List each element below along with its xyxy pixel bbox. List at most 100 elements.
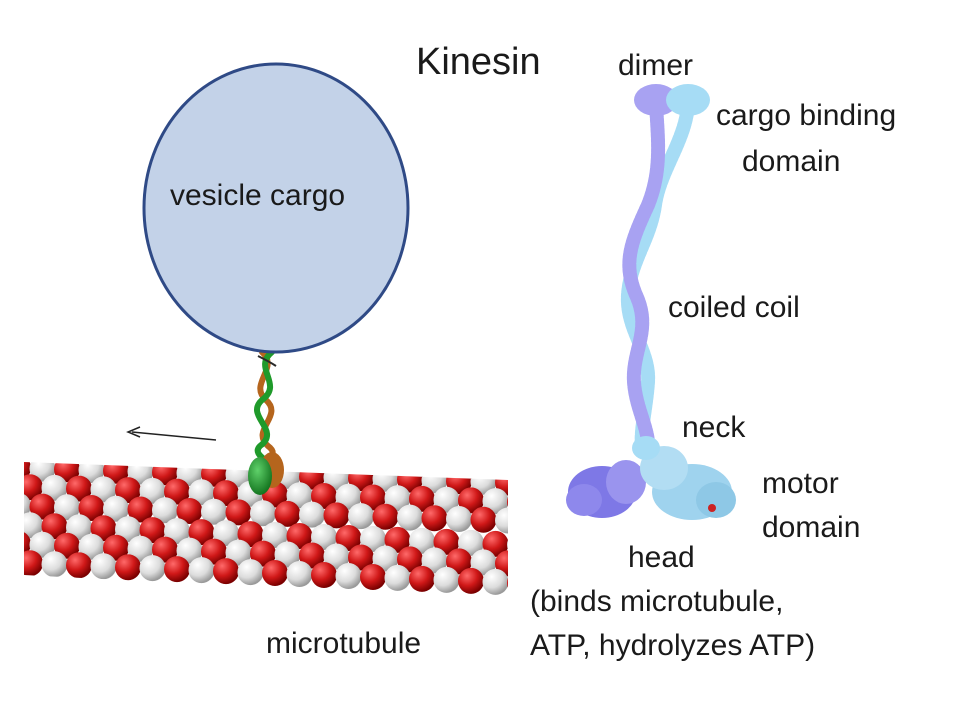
tubulin-beta: [299, 501, 325, 528]
tubulin-beta: [54, 494, 80, 521]
tubulin-alpha: [213, 558, 239, 585]
tubulin-beta: [176, 537, 203, 564]
tubulin-beta: [384, 564, 411, 591]
tubulin-alpha: [164, 478, 190, 505]
tubulin-beta: [482, 488, 508, 515]
tubulin-beta: [41, 474, 68, 501]
label-cargo-binding: cargo binding: [716, 99, 897, 132]
label-motor-domain: domain: [762, 511, 861, 544]
tubulin-beta: [335, 563, 362, 589]
tubulin-alpha: [299, 542, 325, 569]
tubulin-alpha: [274, 500, 301, 527]
tubulin-alpha: [311, 562, 337, 588]
label-coiled-coil: coiled coil: [668, 291, 800, 324]
tubulin-beta: [225, 539, 252, 566]
tubulin-beta: [90, 553, 117, 580]
tubulin-alpha: [24, 530, 31, 557]
tubulin-beta: [384, 485, 411, 512]
tubulin-alpha: [458, 487, 484, 514]
tubulin-beta: [372, 545, 399, 572]
tubulin-beta: [262, 522, 288, 548]
tubulin-alpha: [103, 534, 129, 561]
tubulin-alpha: [90, 515, 117, 542]
tubulin-alpha: [446, 548, 472, 575]
tubulin-alpha: [409, 485, 435, 512]
tubulin-beta: [433, 566, 460, 593]
tubulin-beta: [237, 559, 264, 586]
tubulin-beta: [66, 514, 92, 541]
tubulin-alpha: [397, 546, 423, 573]
tubulin-alpha: [360, 564, 386, 590]
tubulin-alpha: [360, 484, 386, 511]
tubulin-beta: [127, 535, 154, 562]
tubulin-beta: [286, 482, 313, 509]
tubulin-beta: [139, 555, 166, 582]
tubulin-alpha: [323, 502, 350, 529]
tubulin-beta: [24, 492, 31, 519]
tubulin-beta: [115, 516, 141, 543]
tubulin-beta: [152, 497, 178, 524]
tubulin-alpha: [176, 498, 203, 524]
tubulin-beta: [164, 518, 190, 545]
tubulin-beta: [458, 529, 484, 556]
tubulin-alpha: [66, 475, 92, 502]
tubulin-alpha: [66, 552, 92, 579]
label-head: head: [628, 541, 695, 574]
tubulin-alpha: [24, 550, 43, 577]
tubulin-beta: [348, 503, 374, 530]
tubulin-alpha: [213, 480, 239, 507]
tubulin-alpha: [335, 525, 362, 551]
tubulin-beta: [323, 543, 350, 570]
tubulin-alpha: [188, 519, 215, 546]
tubulin-alpha: [29, 493, 56, 520]
tubulin-beta: [470, 549, 497, 576]
tubulin-beta: [188, 479, 215, 506]
tubulin-beta: [250, 500, 276, 527]
tubulin-alpha: [421, 505, 448, 532]
tubulin-alpha: [152, 536, 178, 563]
tubulin-alpha: [262, 560, 288, 586]
tubulin-beta: [213, 520, 239, 547]
tubulin-beta: [24, 512, 43, 539]
tubulin-beta: [103, 495, 129, 522]
tubulin-alpha: [201, 538, 227, 565]
tubulin-alpha: [286, 523, 313, 549]
tubulin-alpha: [433, 528, 460, 555]
tubulin-beta: [274, 541, 301, 568]
diagram-title: Kinesin: [416, 41, 541, 83]
tubulin-beta: [495, 507, 508, 534]
tubulin-alpha: [384, 526, 411, 553]
tubulin-alpha: [54, 532, 80, 559]
tubulin-alpha: [127, 496, 154, 523]
kinesin-head-green: [248, 457, 272, 495]
tubulin-alpha: [78, 495, 105, 521]
tubulin-beta: [311, 524, 337, 550]
tubulin-alpha: [458, 567, 484, 594]
tubulin-beta: [286, 561, 313, 587]
coil-chain-b: [620, 97, 695, 457]
label-dimer: dimer: [618, 49, 694, 82]
tubulin-alpha: [409, 565, 435, 592]
tubulin-alpha: [237, 521, 264, 548]
motor-domain-shape: [566, 436, 736, 520]
tubulin-alpha: [164, 556, 190, 583]
tubulin-beta: [446, 506, 472, 532]
tubulin-alpha: [507, 488, 508, 515]
tubulin-beta: [409, 527, 435, 554]
label-head-description-1: (binds microtubule,: [530, 585, 784, 618]
tubulin-beta: [507, 531, 508, 558]
label-head-description-2: ATP, hydrolyzes ATP): [530, 629, 816, 662]
tubulin-beta: [29, 531, 56, 558]
tubulin-alpha: [250, 540, 276, 567]
tubulin-beta: [421, 547, 448, 574]
tubulin-beta: [201, 498, 227, 525]
left-arrow-icon: [126, 426, 217, 441]
kinesin-structure: [560, 80, 740, 528]
dimer-head-a: [634, 84, 678, 116]
tubulin-alpha: [482, 530, 508, 557]
dimer-head-b: [666, 84, 710, 116]
tubulin-beta: [360, 526, 386, 552]
tubulin-beta: [335, 483, 362, 510]
tubulin-alpha: [139, 517, 166, 544]
